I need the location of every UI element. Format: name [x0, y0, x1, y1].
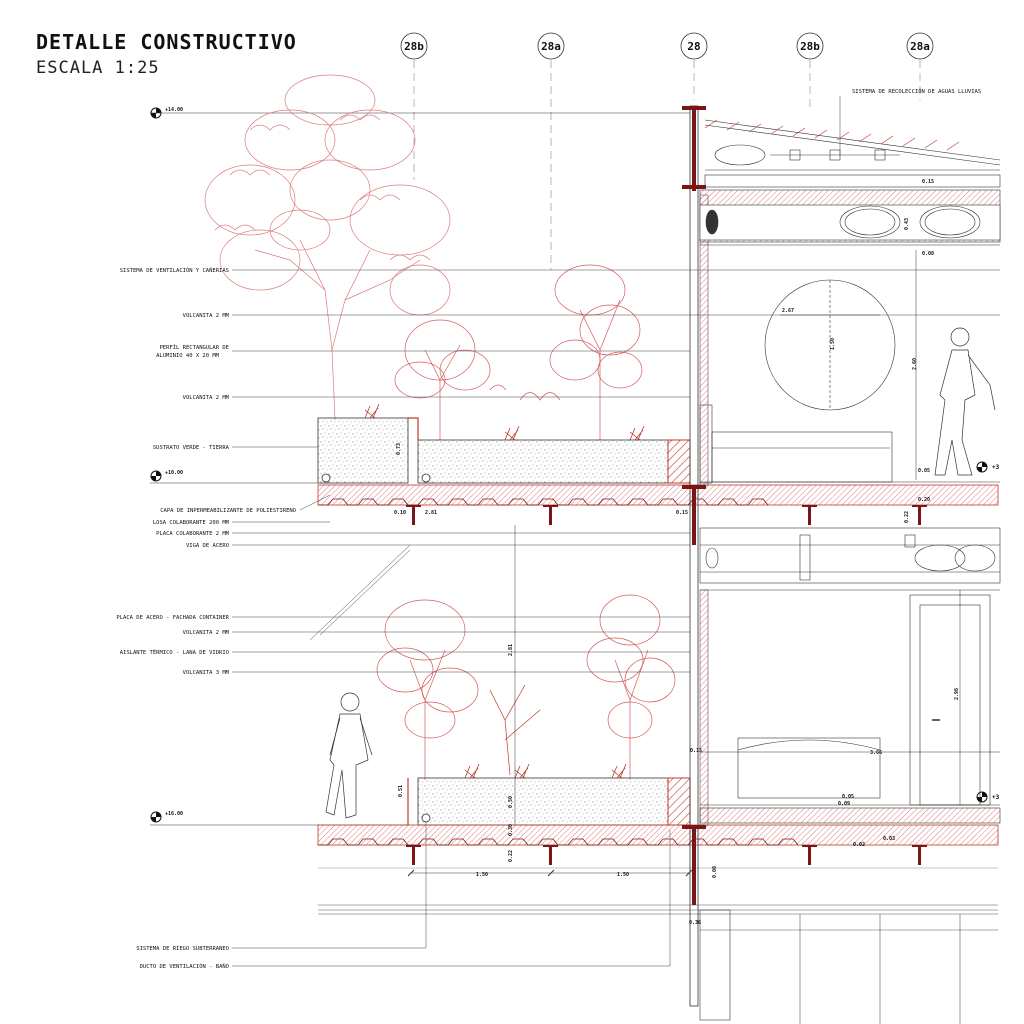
svg-text:0.15: 0.15 — [922, 179, 934, 185]
svg-text:VOLCANITA 2 MM: VOLCANITA 2 MM — [183, 395, 230, 401]
svg-text:0.08: 0.08 — [712, 866, 718, 878]
svg-text:3.66: 3.66 — [870, 750, 882, 756]
svg-text:DUCTO DE VENTILACIÓN - BAÑO: DUCTO DE VENTILACIÓN - BAÑO — [140, 963, 229, 970]
dimension-labels: 0.15 0.43 0.08 2.67 1.50 2.60 0.05 0.20 … — [394, 179, 960, 926]
svg-text:0.03: 0.03 — [883, 836, 895, 842]
svg-text:+3: +3 — [992, 794, 1000, 801]
trees-upper-planter — [394, 264, 643, 440]
axis-bubble-1 — [400, 32, 428, 60]
trees-lower-planter — [376, 594, 676, 780]
main-steel-column — [682, 105, 709, 1007]
svg-text:2.81: 2.81 — [508, 644, 514, 656]
level-marker-top: +14.00 — [150, 107, 690, 119]
svg-text:0.05: 0.05 — [918, 468, 930, 474]
svg-text:0.08: 0.08 — [922, 251, 934, 257]
svg-text:0.20: 0.20 — [918, 497, 930, 503]
svg-text:ALUMINIO 40 X 20 MM: ALUMINIO 40 X 20 MM — [156, 353, 220, 359]
svg-text:2.67: 2.67 — [782, 308, 794, 314]
svg-text:SISTEMA DE VENTILACIÓN Y CAÑER: SISTEMA DE VENTILACIÓN Y CAÑERIAS — [120, 267, 229, 274]
svg-text:0.22: 0.22 — [508, 850, 514, 862]
level-marker-right-upper: +3 — [976, 461, 1000, 473]
svg-text:LOSA COLABORANTE 200 MM: LOSA COLABORANTE 200 MM — [153, 520, 230, 526]
svg-text:VOLCANITA 2 MM: VOLCANITA 2 MM — [183, 313, 230, 319]
svg-text:0.36: 0.36 — [689, 920, 701, 926]
svg-text:CAPA DE INPERMEABILIZANTE DE P: CAPA DE INPERMEABILIZANTE DE POLIESTIREN… — [160, 508, 296, 514]
upper-ceiling-ducts — [699, 189, 1001, 246]
svg-text:0.10: 0.10 — [394, 510, 406, 516]
svg-text:0.22: 0.22 — [904, 511, 910, 523]
axis-bubble-5 — [906, 32, 934, 60]
mid-ceiling-ducts — [699, 527, 1001, 584]
drawing-scale: ESCALA 1:25 — [36, 58, 160, 78]
upper-room — [699, 279, 1000, 484]
svg-text:SISTEMA DE RIEGO SUBTERRANEO: SISTEMA DE RIEGO SUBTERRANEO — [136, 946, 229, 952]
tree-large — [204, 74, 451, 421]
axis-label-1: 28b — [404, 40, 424, 53]
svg-text:+3: +3 — [992, 464, 1000, 471]
dimension-lines — [407, 250, 1000, 877]
svg-text:2.60: 2.60 — [912, 358, 918, 370]
svg-text:0.02: 0.02 — [853, 842, 865, 848]
svg-text:1.50: 1.50 — [476, 872, 488, 878]
axis-bubble-2 — [537, 32, 565, 60]
svg-text:2.81: 2.81 — [425, 510, 437, 516]
person-upper — [934, 327, 996, 476]
svg-text:AISLANTE TÉRMICO - LANA DE VID: AISLANTE TÉRMICO - LANA DE VIDRIO — [120, 648, 229, 656]
svg-text:SUSTRATO VERDE - TIERRA: SUSTRATO VERDE - TIERRA — [153, 445, 230, 451]
svg-text:PLACA DE ACERO - FACHADA CONTA: PLACA DE ACERO - FACHADA CONTAINER — [116, 615, 229, 621]
level-marker-bottom: +16.00 — [150, 811, 410, 826]
person-lower — [325, 692, 373, 819]
svg-text:0.15: 0.15 — [676, 510, 688, 516]
svg-text:PLACA COLABORANTE 2 MM: PLACA COLABORANTE 2 MM — [156, 531, 230, 537]
roof-annotation: SISTEMA DE RECOLECCIÓN DE AGUAS LLUVIAS — [852, 88, 981, 95]
axis-label-4: 28b — [800, 40, 820, 53]
axis-label-3: 28 — [687, 40, 700, 53]
svg-text:VIGA DE ACERO: VIGA DE ACERO — [186, 543, 229, 549]
level-marker-middle: +10.00 — [150, 470, 318, 484]
svg-text:+16.00: +16.00 — [165, 811, 183, 817]
svg-text:VOLCANITA 3 MM: VOLCANITA 3 MM — [183, 670, 230, 676]
svg-text:1.50: 1.50 — [830, 338, 836, 350]
level-marker-right-lower: +3 — [976, 791, 1000, 803]
svg-text:+14.00: +14.00 — [165, 107, 183, 113]
svg-text:0.43: 0.43 — [904, 218, 910, 230]
svg-text:PERFÍL RECTANGULAR DE: PERFÍL RECTANGULAR DE — [159, 343, 229, 351]
axis-label-2: 28a — [541, 40, 561, 53]
svg-text:0.73: 0.73 — [396, 443, 402, 455]
axis-label-5: 28a — [910, 40, 930, 53]
svg-text:0.09: 0.09 — [838, 801, 850, 807]
axis-bubble-4 — [796, 32, 824, 60]
svg-text:+10.00: +10.00 — [165, 470, 183, 476]
left-annotations: SISTEMA DE VENTILACIÓN Y CAÑERIAS VOLCAN… — [116, 267, 296, 970]
lower-planter — [407, 777, 691, 826]
svg-text:0.50: 0.50 — [508, 796, 514, 808]
lower-room — [699, 589, 1001, 824]
drawing-title: DETALLE CONSTRUCTIVO — [36, 30, 297, 54]
upper-slab — [317, 484, 999, 525]
roof-system — [704, 119, 1001, 188]
grass-tufts — [364, 403, 645, 779]
svg-text:1.50: 1.50 — [617, 872, 629, 878]
upper-planter — [317, 417, 691, 484]
svg-text:2.96: 2.96 — [954, 688, 960, 700]
svg-text:0.15: 0.15 — [690, 748, 702, 754]
svg-text:0.05: 0.05 — [842, 794, 854, 800]
axis-bubble-3 — [680, 32, 708, 60]
lower-slab — [317, 824, 999, 869]
svg-text:0.51: 0.51 — [398, 785, 404, 797]
svg-text:VOLCANITA 2 MM: VOLCANITA 2 MM — [183, 630, 230, 636]
grid-axes: 28b 28a 28 28b 28a — [400, 32, 934, 270]
foundation — [318, 904, 998, 1024]
svg-text:0.30: 0.30 — [508, 824, 514, 836]
